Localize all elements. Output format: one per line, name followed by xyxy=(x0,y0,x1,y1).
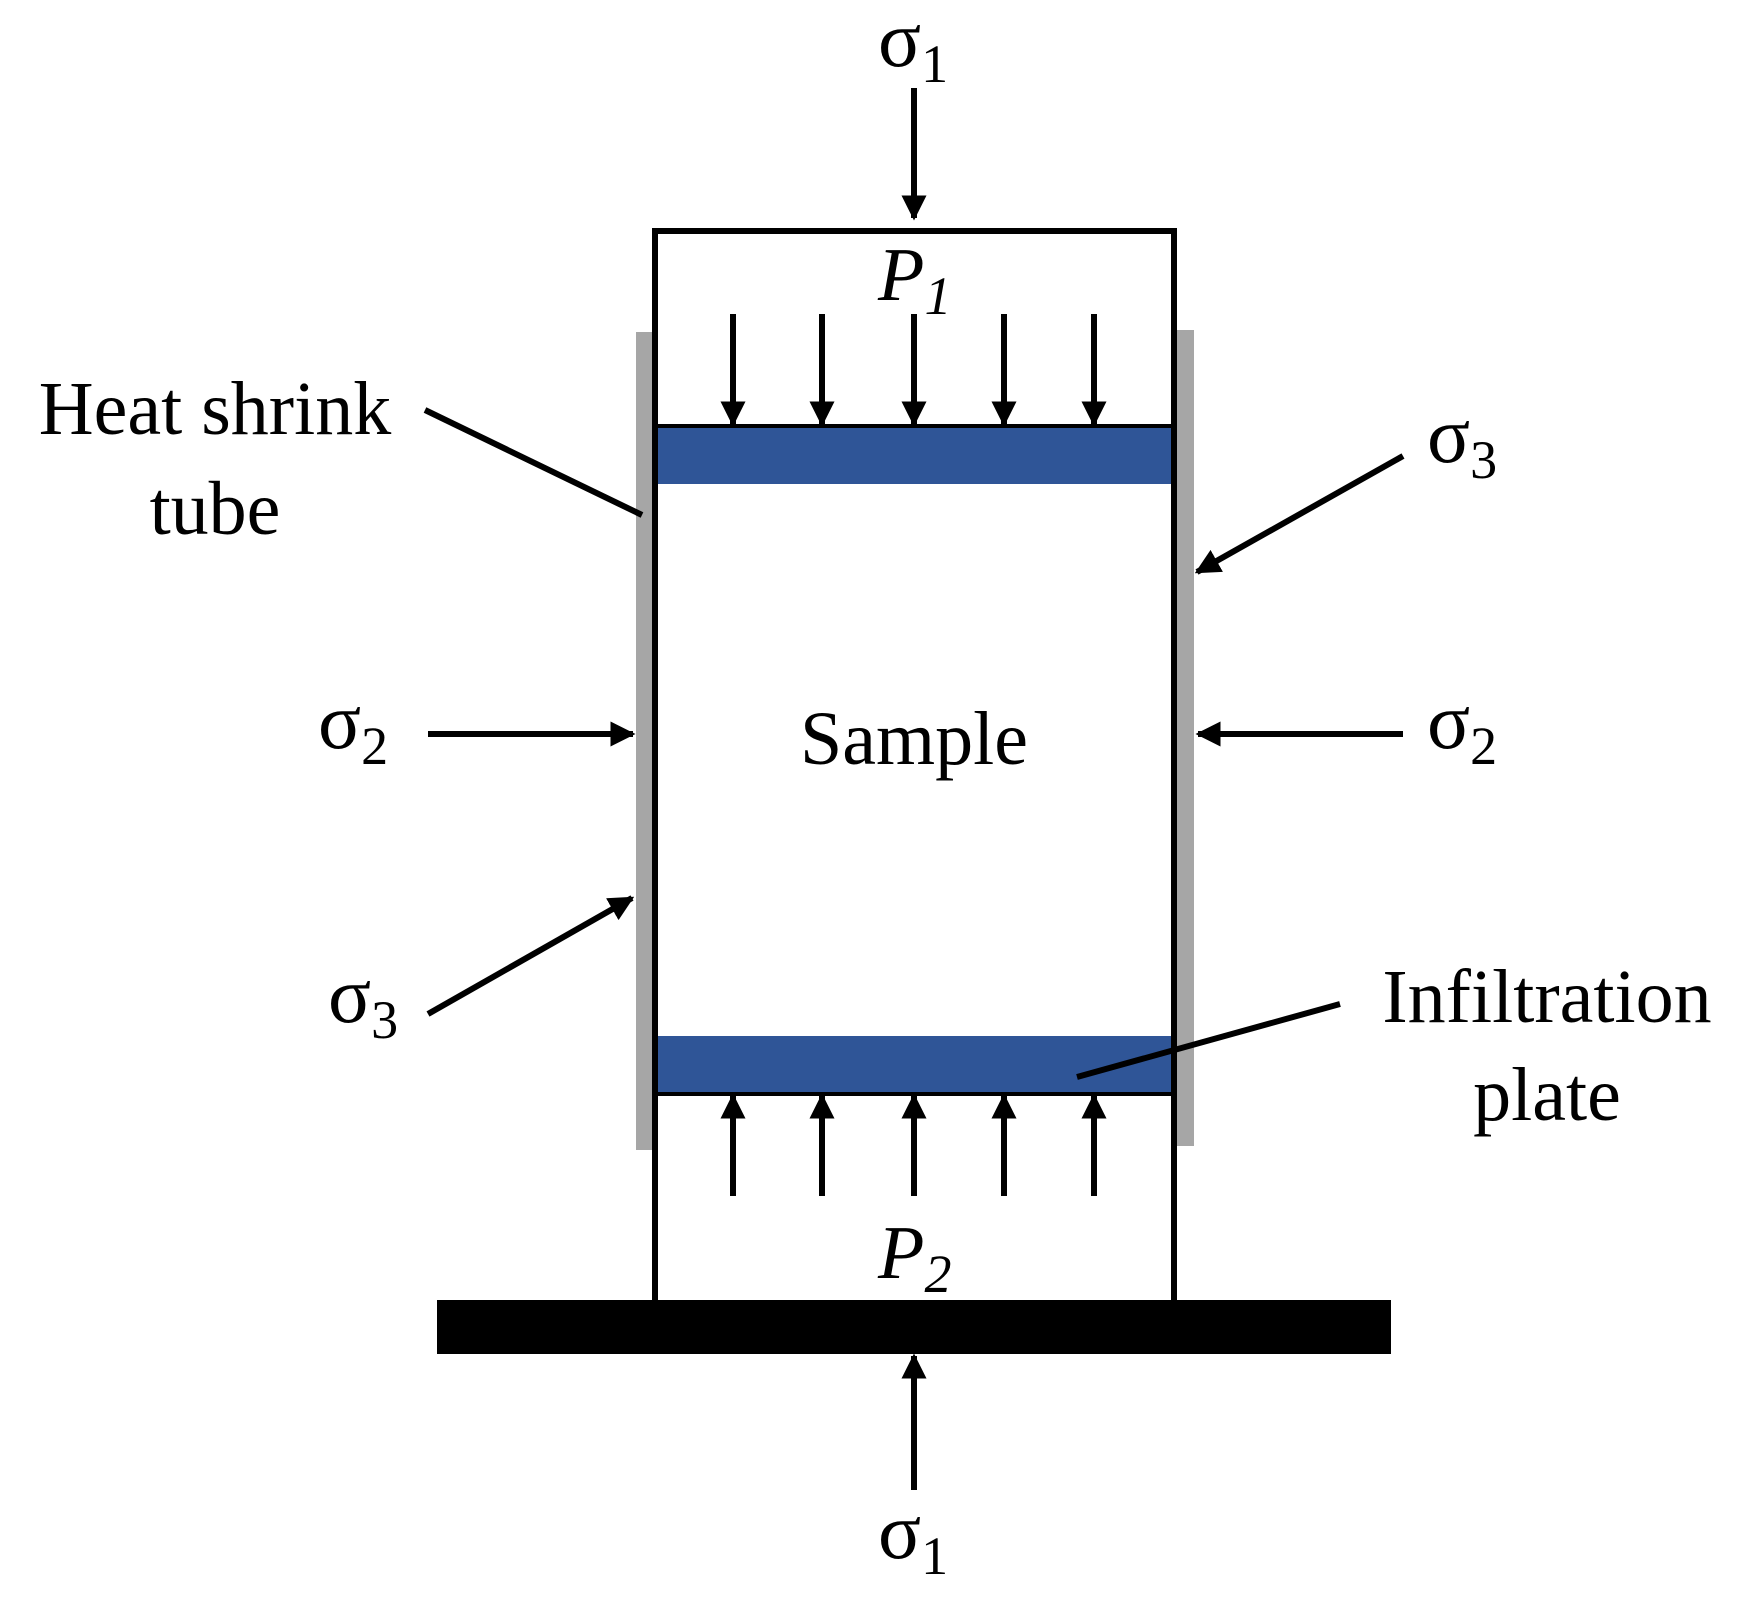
sigma3-left-label: σ3 xyxy=(328,952,398,1050)
sigma3-left-arrow xyxy=(426,895,635,1017)
heat-shrink-tube-left xyxy=(636,332,653,1150)
infiltration-plate-label-line1: Infiltration xyxy=(1382,955,1711,1039)
sigma3-right-label: σ3 xyxy=(1427,392,1497,490)
p1-label: P1 xyxy=(877,233,951,326)
sigma3-right-arrow xyxy=(1194,453,1405,575)
sample-label: Sample xyxy=(800,697,1028,781)
sigma2-right-label: σ2 xyxy=(1427,678,1497,776)
p1-arrows xyxy=(720,314,1107,427)
infiltration-plate-leader xyxy=(1076,1001,1341,1080)
upper-pressure-chamber xyxy=(652,228,1177,433)
infiltration-plate-bottom xyxy=(658,1036,1171,1092)
heat-shrink-tube-right xyxy=(1177,330,1194,1146)
heat-shrink-tube-label-line2: tube xyxy=(150,467,281,551)
base-plate xyxy=(437,1300,1391,1354)
infiltration-plate-label-line2: plate xyxy=(1473,1053,1621,1137)
lower-pressure-chamber xyxy=(652,1093,1177,1300)
heat-shrink-tube-label-line1: Heat shrink xyxy=(39,367,391,451)
sigma2-left-label: σ2 xyxy=(318,678,388,776)
heat-shrink-tube-leader xyxy=(423,407,644,518)
p2-arrows xyxy=(720,1093,1107,1196)
sample-body xyxy=(652,424,1177,1096)
sigma1-bottom-label: σ1 xyxy=(878,1488,948,1586)
infiltration-plate-top xyxy=(658,428,1171,484)
sigma1-top-label: σ1 xyxy=(878,0,948,94)
p2-label: P2 xyxy=(877,1211,951,1304)
